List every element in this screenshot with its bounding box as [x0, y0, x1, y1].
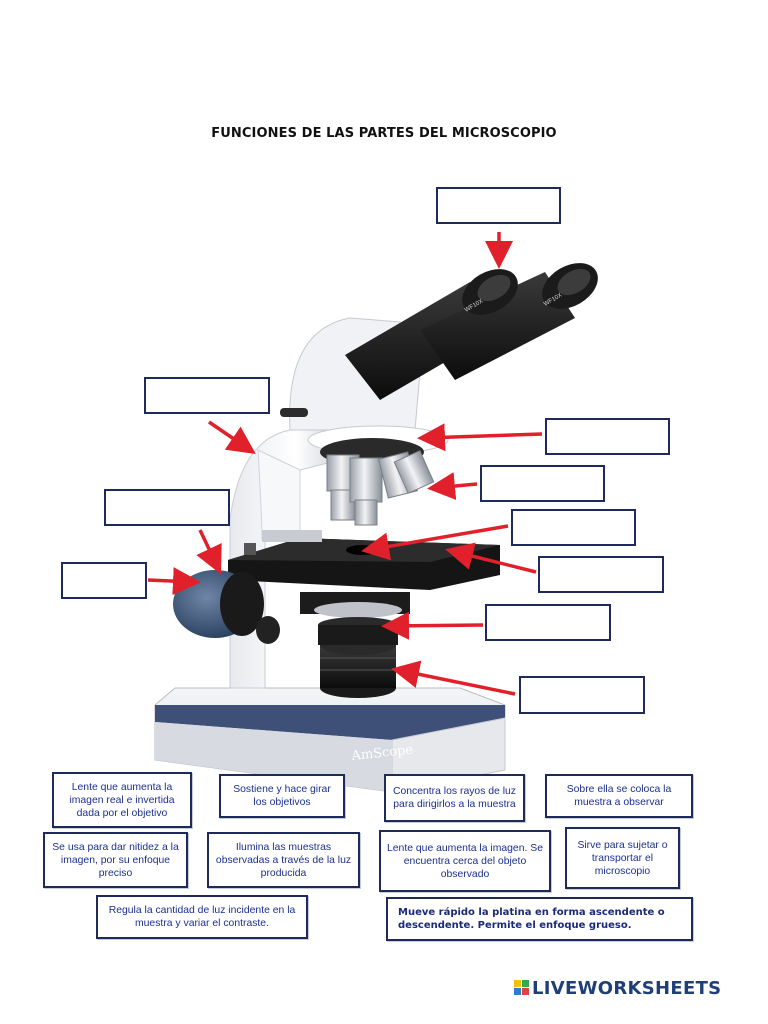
definition-card[interactable]: Se usa para dar nitidez a la imagen, por… — [43, 832, 188, 888]
worksheet-title: FUNCIONES DE LAS PARTES DEL MICROSCOPIO — [211, 126, 557, 141]
definition-card[interactable]: Lente que aumenta la imagen real e inver… — [52, 772, 192, 828]
answer-box-ocular[interactable] — [436, 187, 561, 224]
definition-card[interactable]: Concentra los rayos de luz para dirigirl… — [384, 774, 525, 822]
definition-card[interactable]: Sobre ella se coloca la muestra a observ… — [545, 774, 693, 818]
answer-box-objetivos[interactable] — [480, 465, 605, 502]
answer-box-platina[interactable] — [104, 489, 230, 526]
brand-name: LIVEWORKSHEETS — [532, 977, 722, 999]
brand-label: AmScope — [350, 743, 414, 765]
liveworksheets-icon — [514, 980, 530, 996]
definition-card[interactable]: Lente que aumenta la imagen. Se encuentr… — [379, 830, 551, 892]
stage — [228, 530, 500, 590]
eyepiece-tubes: WF10X WF10X — [345, 263, 598, 400]
answer-box-condensador[interactable] — [485, 604, 611, 641]
definition-card[interactable]: Ilumina las muestras observadas a través… — [207, 832, 360, 888]
pointer-arrows — [147, 232, 543, 696]
definition-card[interactable]: Sostiene y hace girar los objetivos — [219, 774, 345, 818]
answer-box-macrometrico[interactable] — [538, 556, 664, 593]
definition-card[interactable]: Sirve para sujetar o transportar el micr… — [565, 827, 680, 889]
objectives — [320, 438, 435, 526]
answer-box-micrometrico[interactable] — [61, 562, 147, 599]
microscope-base: AmScope — [154, 687, 506, 800]
liveworksheets-logo: LIVEWORKSHEETS — [514, 976, 721, 1000]
definition-card[interactable]: Mueve rápido la platina en forma ascende… — [386, 897, 693, 941]
definition-card[interactable]: Regula la cantidad de luz incidente en l… — [96, 895, 308, 939]
condenser — [300, 592, 410, 645]
answer-box-abertura-platina[interactable] — [511, 509, 636, 546]
answer-box-brazo[interactable] — [144, 377, 270, 414]
answer-box-revolver[interactable] — [545, 418, 670, 455]
answer-box-lampara[interactable] — [519, 676, 645, 714]
